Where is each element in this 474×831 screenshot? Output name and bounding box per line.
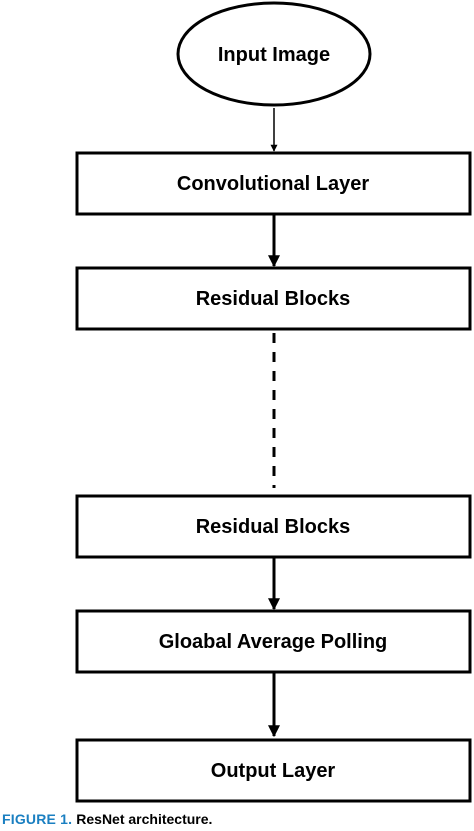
convolutional-layer-label: Convolutional Layer xyxy=(177,173,369,195)
node-residual-blocks-2: Residual Blocks xyxy=(75,494,472,559)
figure-caption-label: FIGURE 1. xyxy=(2,811,73,827)
resnet-architecture-diagram: Input Image Convolutional Layer Residual… xyxy=(75,1,472,803)
global-average-pooling-label: Gloabal Average Polling xyxy=(159,631,388,653)
node-convolutional-layer: Convolutional Layer xyxy=(75,151,472,216)
node-global-average-pooling: Gloabal Average Polling xyxy=(75,609,472,674)
output-layer-box xyxy=(75,738,472,803)
node-input-image: Input Image xyxy=(176,1,372,107)
node-output-layer: Output Layer xyxy=(75,738,472,803)
figure-caption-text: ResNet architecture. xyxy=(76,811,213,827)
node-residual-blocks-1: Residual Blocks xyxy=(75,266,472,331)
figure-caption: FIGURE 1.ResNet architecture. xyxy=(2,811,212,827)
input-image-ellipse xyxy=(176,1,372,107)
residual-blocks-1-label: Residual Blocks xyxy=(196,288,351,310)
residual-blocks-2-label: Residual Blocks xyxy=(196,516,351,538)
input-image-label: Input Image xyxy=(218,44,330,66)
convolutional-layer-box xyxy=(75,151,472,216)
residual-blocks-1-box xyxy=(75,266,472,331)
global-average-pooling-box xyxy=(75,609,472,674)
residual-blocks-2-box xyxy=(75,494,472,559)
output-layer-label: Output Layer xyxy=(211,760,336,782)
